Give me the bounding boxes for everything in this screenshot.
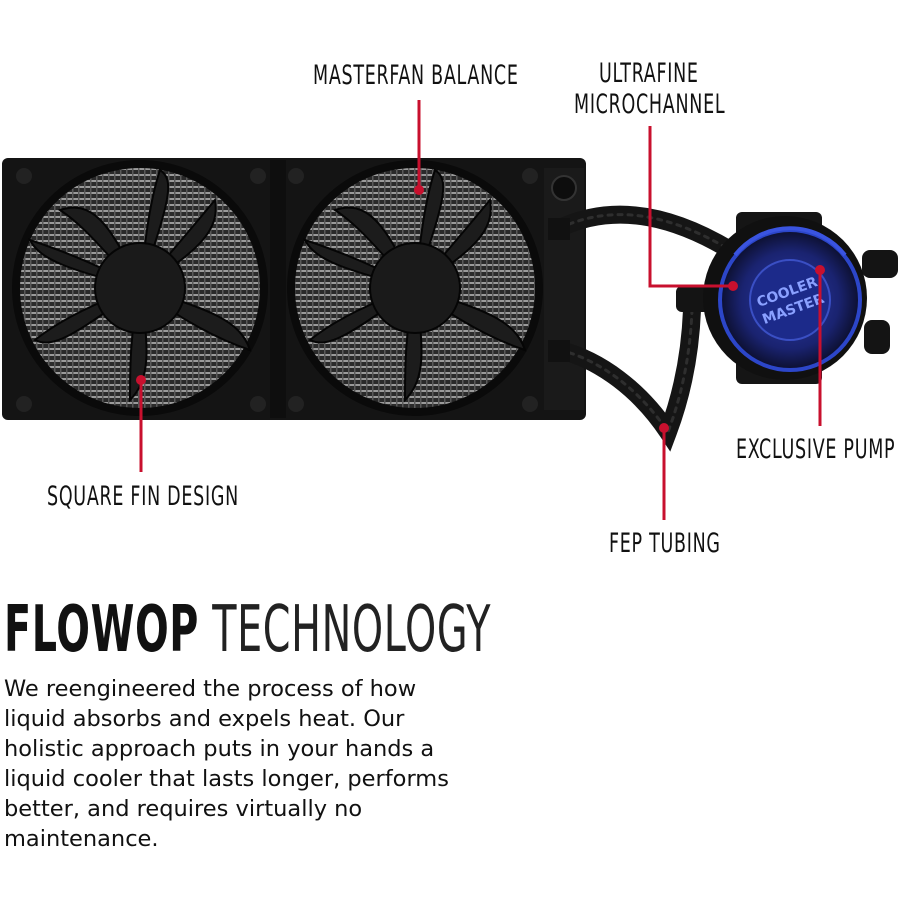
headline-bold: FLOWOP bbox=[4, 593, 200, 667]
square-fin-design-label: SQUARE FIN DESIGN bbox=[47, 481, 239, 512]
exclusive-pump-label: EXCLUSIVE PUMP bbox=[736, 434, 896, 465]
headline: FLOWOP TECHNOLOGY bbox=[4, 598, 491, 662]
headline-light: TECHNOLOGY bbox=[199, 593, 492, 667]
ultrafine-label-line1: ULTRAFINE bbox=[599, 58, 699, 89]
fep-tubing-label: FEP TUBING bbox=[609, 528, 721, 559]
masterfan-balance-label: MASTERFAN BALANCE bbox=[313, 60, 519, 91]
callout-lines bbox=[139, 100, 822, 520]
square-fin-callout-dot bbox=[136, 375, 146, 385]
ultrafine-label-line2: MICROCHANNEL bbox=[574, 89, 726, 120]
masterfan-callout-dot bbox=[414, 185, 424, 195]
left-fan bbox=[12, 160, 268, 416]
ultrafine-callout-line bbox=[648, 126, 733, 288]
exclusive-pump-callout-dot bbox=[815, 265, 825, 275]
description-paragraph: We reengineered the process of how liqui… bbox=[4, 676, 449, 852]
right-fan bbox=[287, 160, 543, 416]
fep-tubing-callout-dot bbox=[659, 423, 669, 433]
pump: COOLER MASTER bbox=[676, 212, 898, 384]
ultrafine-callout-dot bbox=[728, 281, 738, 291]
